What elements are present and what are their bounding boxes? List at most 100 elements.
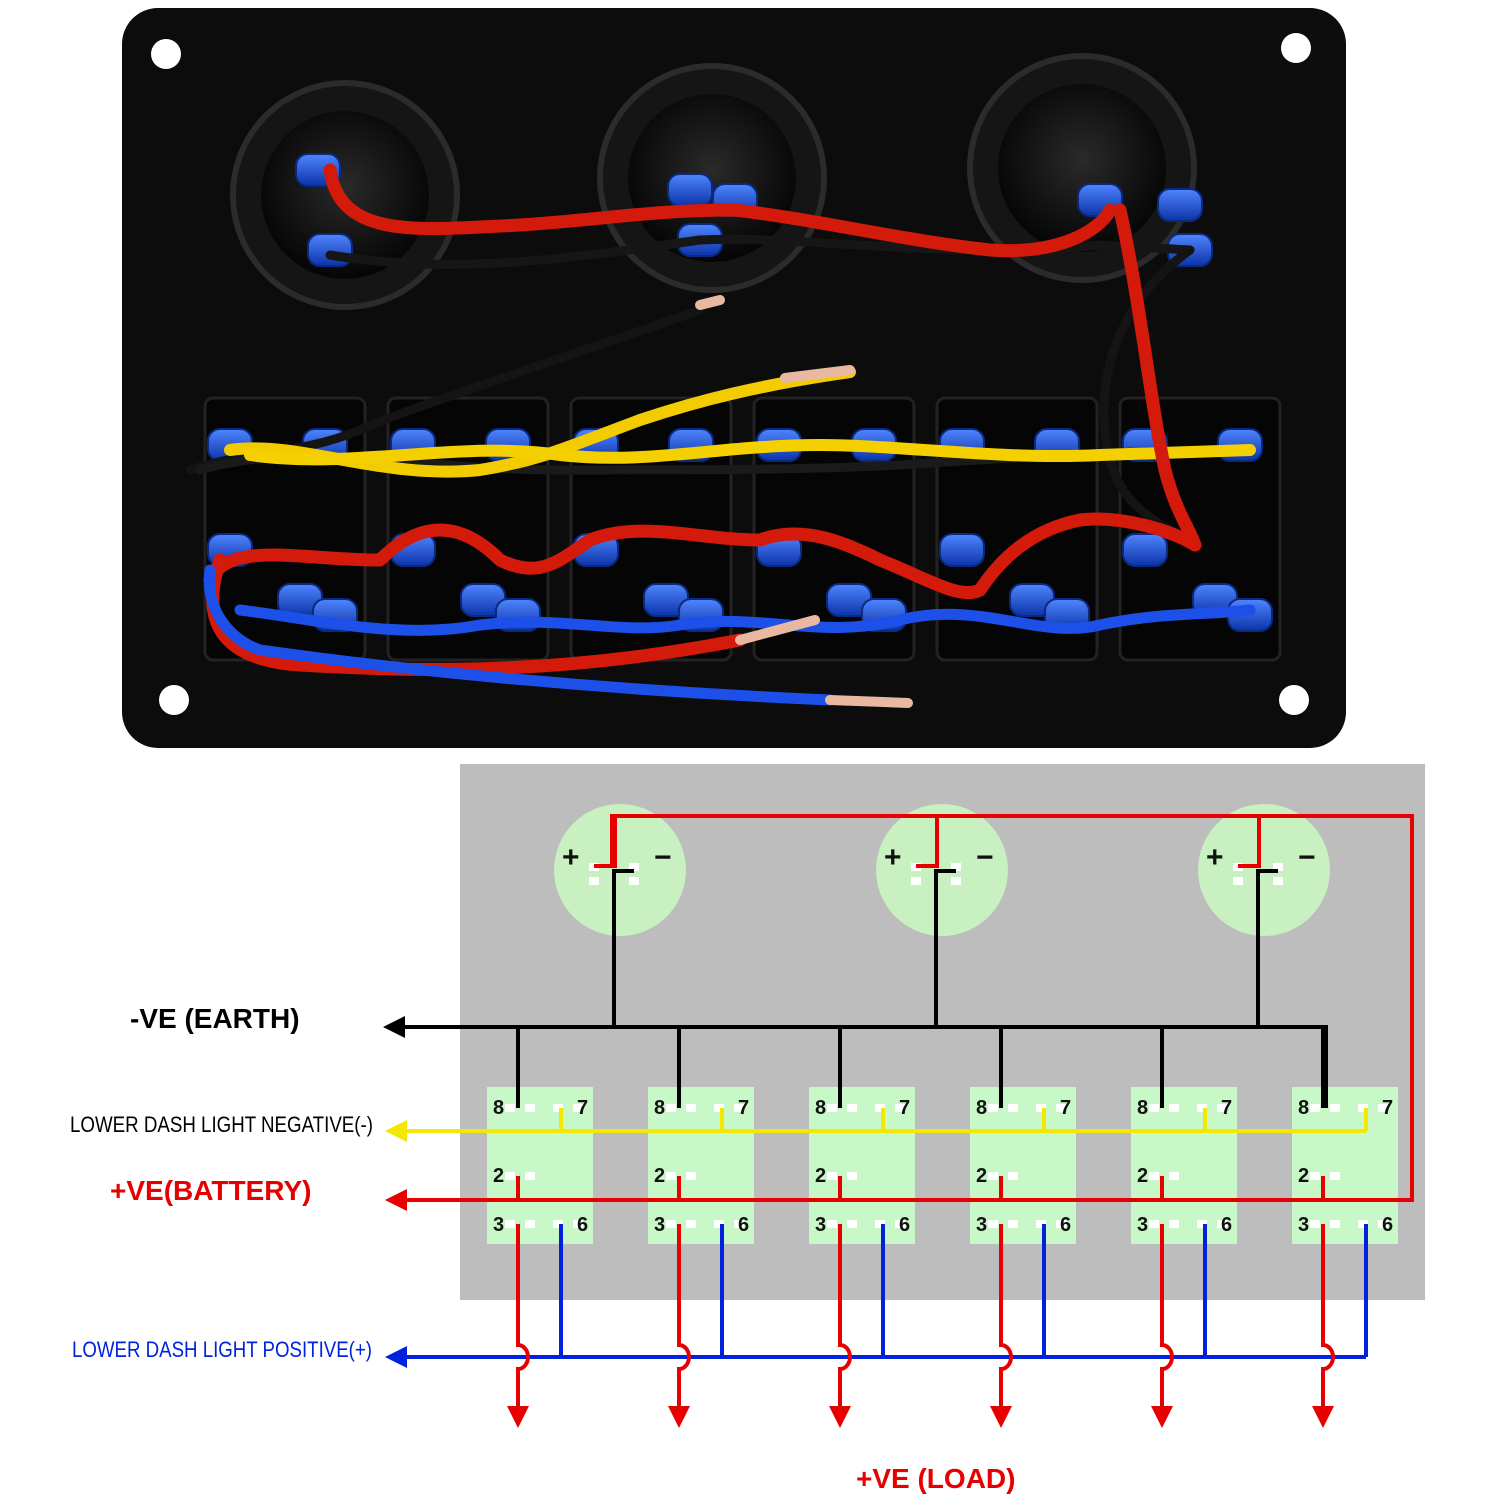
diagram-switch-5-pin-pad-9 [1197,1220,1207,1228]
photo-wire-blue-loose [203,564,836,706]
diagram-switch-6-pin-pad-3 [1358,1104,1368,1112]
diagram-switch-4-pin-pad-4 [1056,1104,1066,1112]
diagram-switch-2-pin-pad-10 [734,1220,744,1228]
battery-wire-socket-1 [594,816,617,868]
diagram-switch-1-pin-label-3: 2 [493,1165,504,1187]
photo-wire-tip-red [735,615,820,645]
photo-socket-body-2 [628,94,796,262]
photo-wire-red-row [203,512,1202,600]
diagram-switch-3 [809,1087,915,1244]
diagram-switch-4-pin-pad-7 [988,1220,998,1228]
photo-connector-31 [939,533,985,567]
mount-hole-bottom-left [159,685,189,715]
diagram-switch-4-pin-pad-1 [988,1104,998,1112]
diagram-switch-6-pin-label-2: 7 [1382,1097,1393,1119]
diagram-socket-minus-label-2: − [976,841,994,874]
load-wire-switch-5 [1160,1224,1174,1408]
diagram-switch-2-pin-pad-7 [666,1220,676,1228]
diagram-switch-5-pin-pad-1 [1149,1104,1159,1112]
photo-wire-black-drop [1099,245,1195,540]
diagram-switch-2-pin-pad-4 [734,1104,744,1112]
photo-wires [185,163,1256,708]
diagram-switch-1-pin-pad-3 [553,1104,563,1112]
diagram-socket-pin-a-3 [1233,877,1243,885]
photo-connector-3 [667,173,713,207]
load-wire-switch-2 [677,1224,691,1408]
diagram-switch-6-pin-pad-10 [1378,1220,1388,1228]
load-label: +VE (LOAD) [856,1463,1015,1494]
diagram-switch-5-pin-pad-5 [1149,1172,1159,1180]
earth-wire-socket-2 [934,869,956,1027]
diagram-switch-6-pin-pad-6 [1330,1172,1340,1180]
load-wire-switch-4 [999,1224,1013,1408]
diagram-socket-minus-label-1: − [654,841,672,874]
diagram-switch-5-pin-pad-8 [1169,1220,1179,1228]
diagram-switch-2-pin-pad-3 [714,1104,724,1112]
photo-wire-red-down [1113,203,1202,552]
diagram-switch-1-pin-pad-10 [573,1220,583,1228]
diagram-socket-pin-minus-1 [629,863,639,871]
mount-hole-top-left [151,39,181,69]
earth-arrow [383,1016,405,1038]
diagram-switch-4-pin-pad-2 [1008,1104,1018,1112]
photo-sockets [230,53,1197,310]
diagram-switch-6-pin-label-4: 3 [1298,1214,1309,1236]
diagram-switch-5-pin-pad-6 [1169,1172,1179,1180]
battery-label: +VE(BATTERY) [110,1175,311,1206]
load-arrow-2 [668,1406,690,1428]
load-arrow-4 [990,1406,1012,1428]
mount-hole-bottom-right [1279,685,1309,715]
lower-dash-positive-label: LOWER DASH LIGHT POSITIVE(+) [72,1337,372,1362]
diagram-switch-2-pin-label-3: 2 [654,1165,665,1187]
diagram-switch-1-pin-pad-1 [505,1104,515,1112]
diagram-socket-pin-minus-2 [951,863,961,871]
diagram-switch-4-pin-pad-9 [1036,1220,1046,1228]
diagram-switch-2-pin-pad-6 [686,1172,696,1180]
diagram-switch-4-pin-label-3: 2 [976,1165,987,1187]
diagram-switch-3-pin-label-5: 6 [899,1214,910,1236]
photo-socket-body-3 [998,84,1166,252]
diagram-switch-1-pin-pad-7 [505,1220,515,1228]
load-wire-switch-6 [1321,1224,1335,1408]
diagram-switch-3-pin-pad-5 [827,1172,837,1180]
diagram-switch-6-pin-label-3: 2 [1298,1165,1309,1187]
diagram-switch-6-pin-pad-5 [1310,1172,1320,1180]
diagram-switch-3-pin-pad-2 [847,1104,857,1112]
photo-wire-tip-black [695,295,725,310]
battery-arrow [385,1189,407,1211]
battery-wire-socket-3 [1238,816,1261,868]
load-wire-switch-1 [516,1224,530,1408]
earth-wire-socket-1 [612,869,634,1027]
diagram-socket-minus-label-3: − [1298,841,1316,874]
diagram-switch-6-pin-pad-7 [1310,1220,1320,1228]
load-arrow-5 [1151,1406,1173,1428]
diagram-switch-3-pin-label-2: 7 [899,1097,910,1119]
photo-wire-blue-row [234,604,1256,636]
diagram-switch-1-pin-label-2: 7 [577,1097,588,1119]
diagram-switch-5-pin-pad-3 [1197,1104,1207,1112]
diagram-switch-4-pin-label-5: 6 [1060,1214,1071,1236]
diagram-switch-5-pin-label-1: 8 [1137,1097,1148,1119]
load-arrow-1 [507,1406,529,1428]
diagram-switch-3-pin-pad-7 [827,1220,837,1228]
switch-panel-photo [122,8,1346,748]
diagram-switch-5 [1131,1087,1237,1244]
diagram-socket-pin-a-2 [911,877,921,885]
diagram-switch-6-pin-pad-9 [1358,1220,1368,1228]
diagram-switch-1 [487,1087,593,1244]
diagram-switch-5-pin-pad-4 [1217,1104,1227,1112]
diagram-switch-3-pin-pad-9 [875,1220,885,1228]
load-wire-switch-3 [838,1224,852,1408]
diagram-switch-3-pin-pad-1 [827,1104,837,1112]
diagram-switch-6-pin-pad-1 [1310,1104,1320,1112]
diagram-switch-1-pin-pad-5 [505,1172,515,1180]
photo-connector-36 [1122,533,1168,567]
diagram-switch-6 [1292,1087,1398,1244]
diagram-switch-4-pin-label-1: 8 [976,1097,987,1119]
diagram-switch-3-pin-pad-3 [875,1104,885,1112]
diagram-switch-6-pin-pad-4 [1378,1104,1388,1112]
diagram-switch-2-pin-pad-1 [666,1104,676,1112]
